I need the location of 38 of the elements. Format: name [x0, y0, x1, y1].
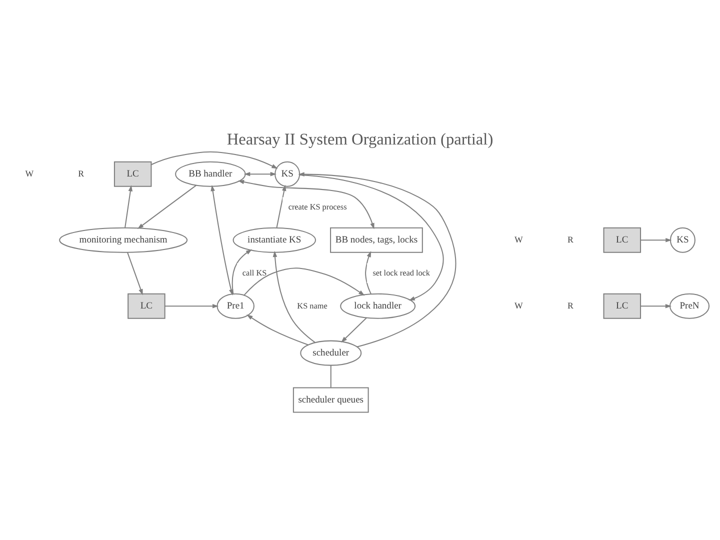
node-box: LC [114, 160, 152, 186]
arrow [300, 174, 444, 300]
arrow [341, 316, 367, 342]
arrow [298, 172, 456, 347]
connector [330, 365, 332, 387]
node-circle: KS [274, 160, 300, 186]
node-circle: KS [670, 226, 696, 252]
node-box: LC [603, 226, 642, 252]
arrow [640, 303, 672, 308]
node-box: BB nodes, tags, locks [330, 226, 423, 252]
arrow [137, 184, 197, 228]
diagram-title: Hearsay II System Organization (partial) [226, 129, 494, 148]
arrow [151, 150, 278, 168]
arrow [365, 250, 372, 294]
arrow [238, 179, 374, 229]
label: R [567, 300, 574, 310]
node-ellipse: PreN [669, 292, 710, 318]
arrow [164, 303, 219, 308]
node-box: scheduler queues [292, 386, 369, 412]
arrow [244, 171, 276, 176]
arrow [272, 250, 316, 342]
arrow [276, 184, 286, 228]
arrow [126, 252, 143, 295]
arrow [232, 248, 252, 294]
arrow [640, 237, 672, 242]
label: W [514, 300, 523, 310]
arrow [244, 267, 365, 296]
arrow [124, 184, 133, 228]
arrow [246, 314, 308, 345]
node-box: LC [603, 292, 642, 318]
node-box: LC [128, 292, 166, 318]
label: R [567, 234, 574, 244]
label: W [25, 168, 34, 178]
node-ellipse: instantiate KS [232, 226, 316, 252]
label: R [78, 168, 84, 178]
node-ellipse: monitoring mechanism [59, 226, 188, 252]
node-ellipse: scheduler [300, 340, 362, 366]
label: W [514, 234, 523, 244]
